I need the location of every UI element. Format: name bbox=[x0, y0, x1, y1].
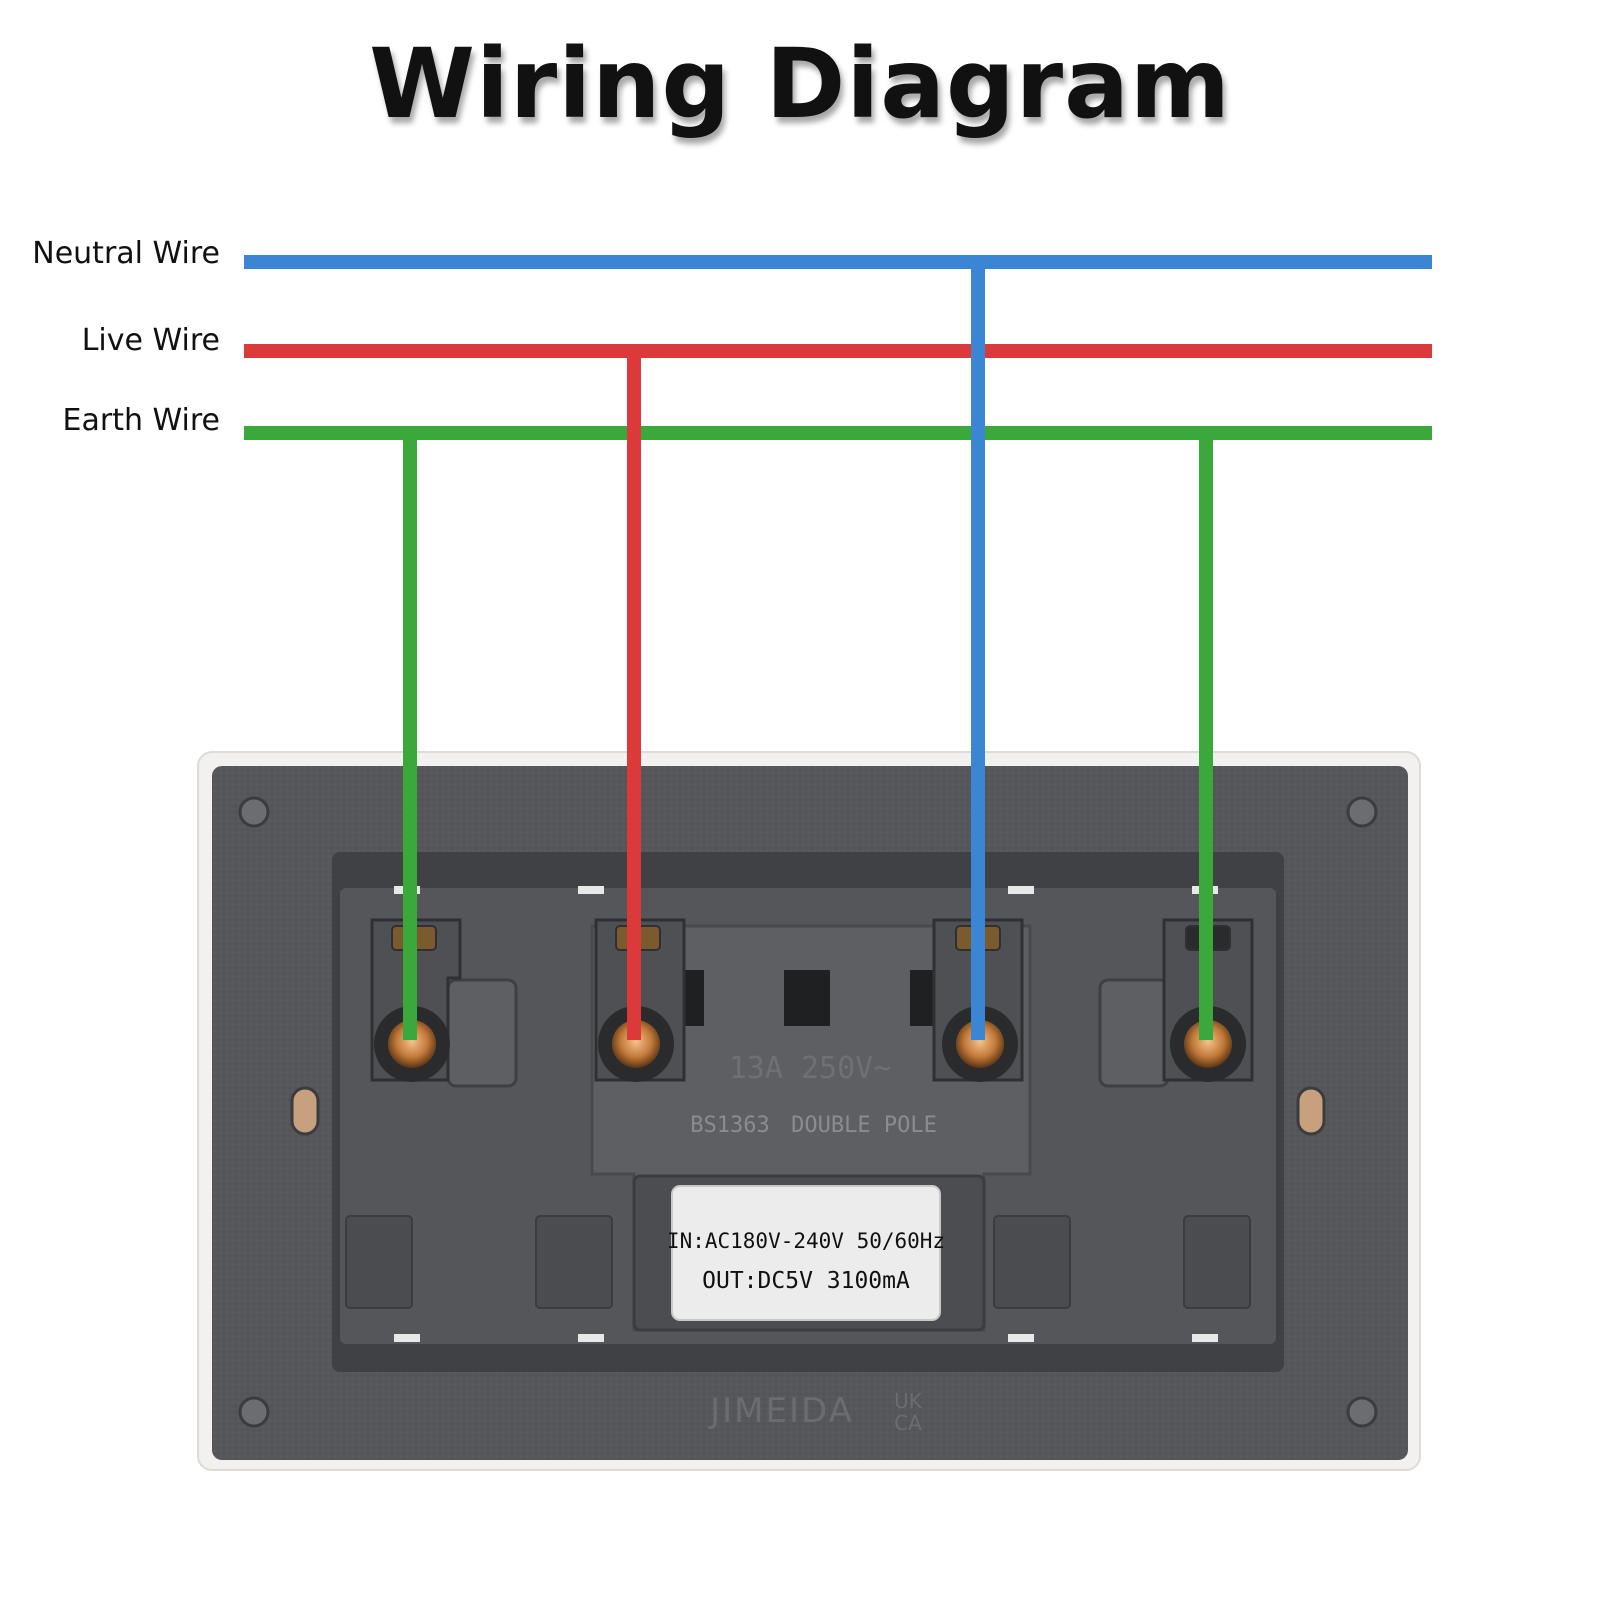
live-wire-label: Live Wire bbox=[81, 323, 220, 358]
ukca-mark-top: UK bbox=[894, 1389, 923, 1413]
neutral-wire-label: Neutral Wire bbox=[32, 236, 220, 271]
side-screw-slot bbox=[290, 1086, 1326, 1136]
brand-logo: JIMEIDA bbox=[708, 1391, 854, 1431]
usb-output-spec: OUT:DC5V 3100mA bbox=[702, 1268, 910, 1294]
terminal-hole bbox=[374, 1006, 1246, 1082]
socket-rating-text: 13A 250V~ bbox=[729, 1051, 892, 1086]
usb-spec-label: IN:AC180V-240V 50/60Hz OUT:DC5V 3100mA bbox=[667, 1185, 945, 1321]
usb-input-spec: IN:AC180V-240V 50/60Hz bbox=[667, 1229, 945, 1253]
socket-standard-text: BS1363 bbox=[690, 1113, 769, 1138]
earth-wire-label: Earth Wire bbox=[62, 403, 220, 438]
ukca-mark-bottom: CA bbox=[894, 1411, 922, 1435]
pin-slot bbox=[784, 970, 830, 1026]
socket-type-text: DOUBLE POLE bbox=[791, 1113, 937, 1138]
mounting-hole bbox=[238, 796, 1378, 1428]
drop-wires bbox=[403, 262, 1213, 1040]
supply-wires bbox=[244, 255, 1432, 440]
diagram-title: Wiring Diagram bbox=[369, 28, 1231, 140]
